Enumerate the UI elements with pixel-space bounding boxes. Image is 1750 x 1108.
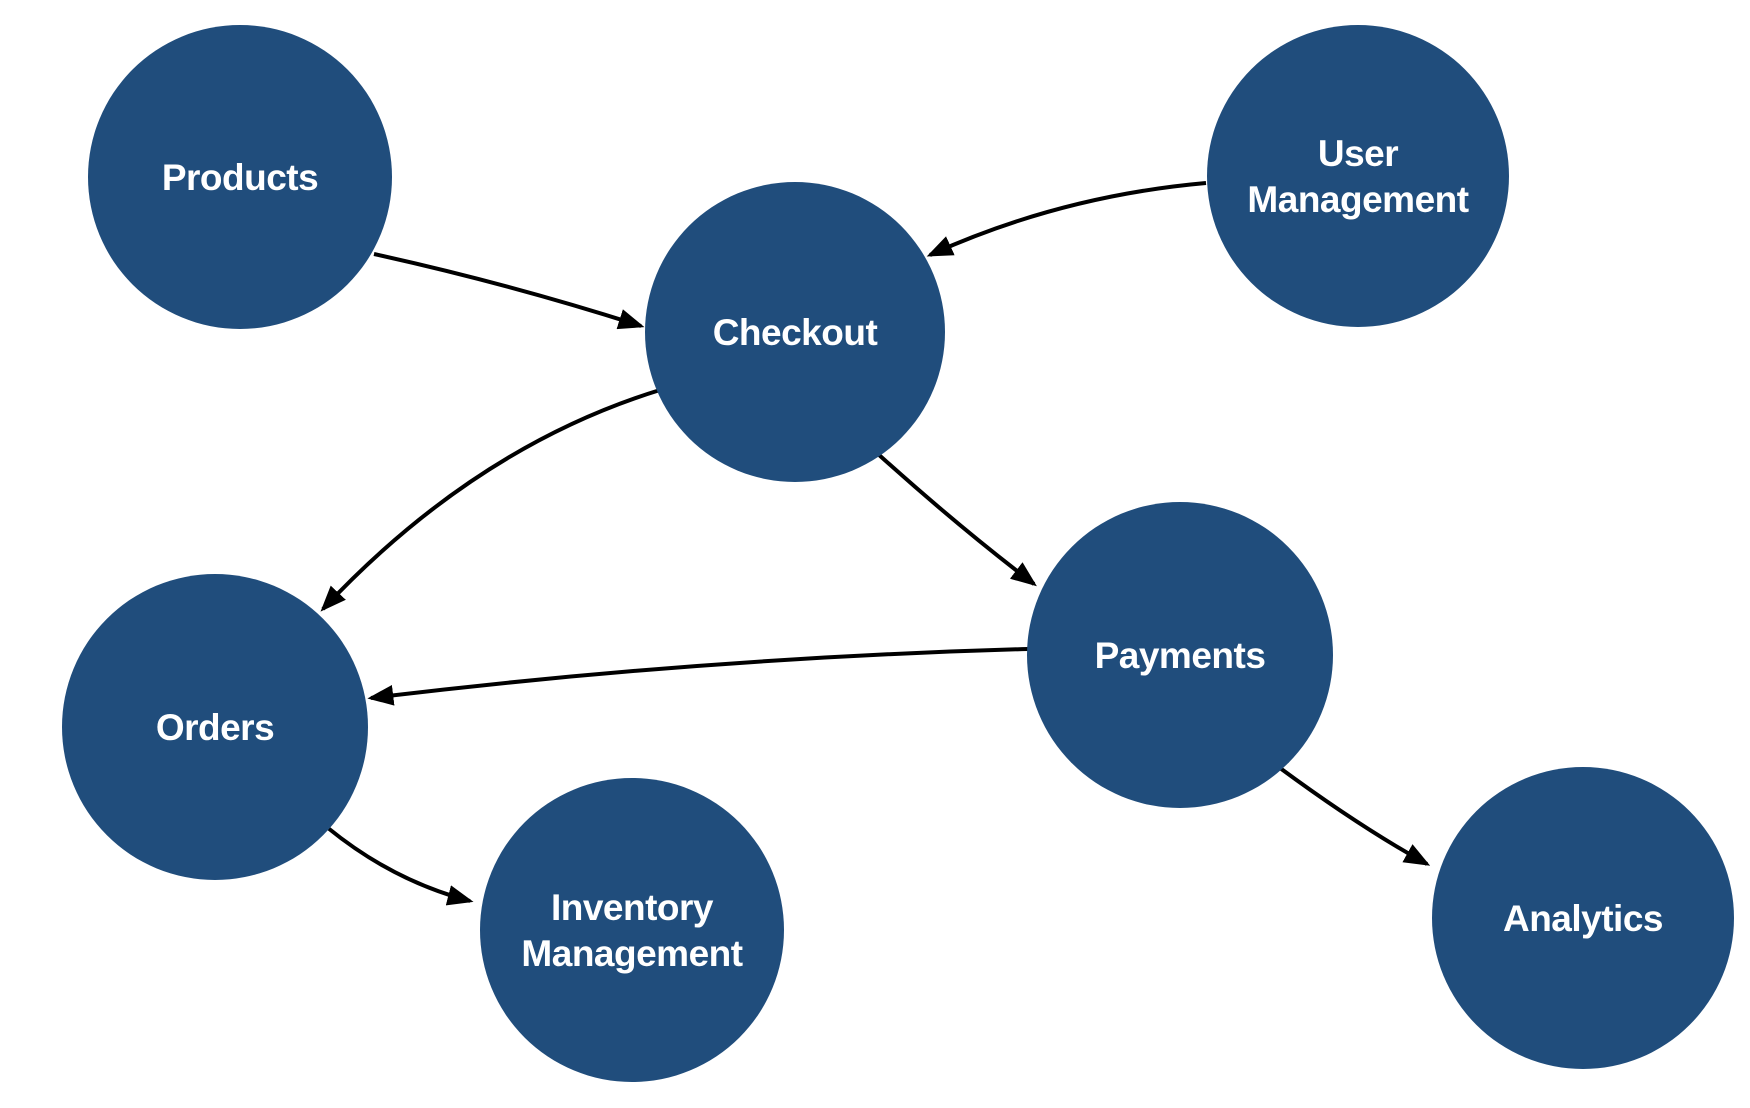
products-circle[interactable] <box>88 25 392 329</box>
edge-payments-to-analytics <box>1278 766 1431 866</box>
orders-label: Orders <box>156 707 274 748</box>
user-management-circle[interactable] <box>1207 25 1509 327</box>
node-analytics[interactable]: Analytics <box>1432 767 1734 1069</box>
inventory-management-circle[interactable] <box>480 778 784 1082</box>
edge-checkout-to-payments <box>876 452 1037 587</box>
analytics-label: Analytics <box>1503 898 1663 939</box>
edges-layer <box>320 181 1431 906</box>
orders-circle[interactable] <box>62 574 368 880</box>
node-orders[interactable]: Orders <box>62 574 368 880</box>
edge-payments-to-orders <box>367 647 1029 706</box>
node-checkout[interactable]: Checkout <box>645 182 945 482</box>
payments-label: Payments <box>1095 635 1266 676</box>
edge-checkout-to-orders <box>320 388 661 612</box>
products-label: Products <box>162 157 318 198</box>
analytics-circle[interactable] <box>1432 767 1734 1069</box>
node-products[interactable]: Products <box>88 25 392 329</box>
edge-user-management-to-checkout <box>926 181 1207 257</box>
edge-products-to-checkout <box>373 252 645 330</box>
node-payments[interactable]: Payments <box>1027 502 1333 808</box>
edge-orders-to-inventory-management <box>326 826 474 906</box>
checkout-circle[interactable] <box>645 182 945 482</box>
payments-circle[interactable] <box>1027 502 1333 808</box>
checkout-label: Checkout <box>713 312 878 353</box>
